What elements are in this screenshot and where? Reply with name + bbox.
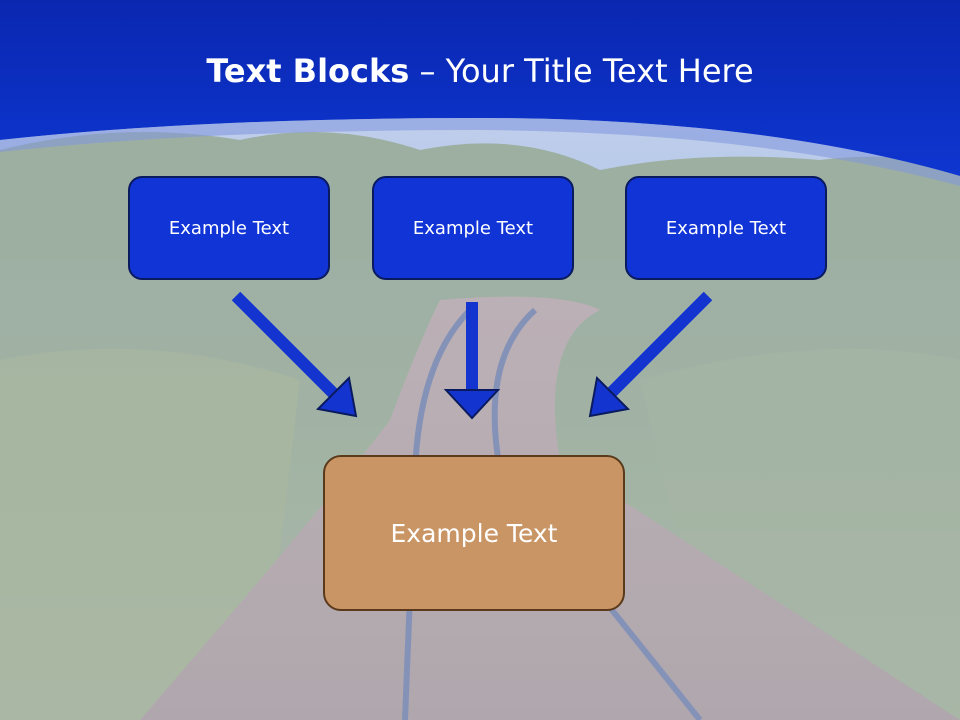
title-bold: Text Blocks [206, 52, 410, 90]
arrow-right [588, 291, 713, 418]
title-rest: Your Title Text Here [445, 52, 754, 90]
text-block-target-label: Example Text [390, 518, 558, 548]
text-block-center[interactable]: Example Text [372, 176, 574, 280]
text-block-left-label: Example Text [168, 217, 290, 239]
text-block-right-label: Example Text [665, 217, 787, 239]
text-block-right[interactable]: Example Text [625, 176, 827, 280]
text-block-target[interactable]: Example Text [323, 455, 625, 611]
arrow-left [231, 291, 358, 418]
arrow-center [443, 302, 501, 420]
slide-title: Text Blocks – Your Title Text Here [0, 52, 960, 90]
title-dash: – [409, 52, 446, 90]
text-block-center-label: Example Text [412, 217, 534, 239]
text-block-left[interactable]: Example Text [128, 176, 330, 280]
